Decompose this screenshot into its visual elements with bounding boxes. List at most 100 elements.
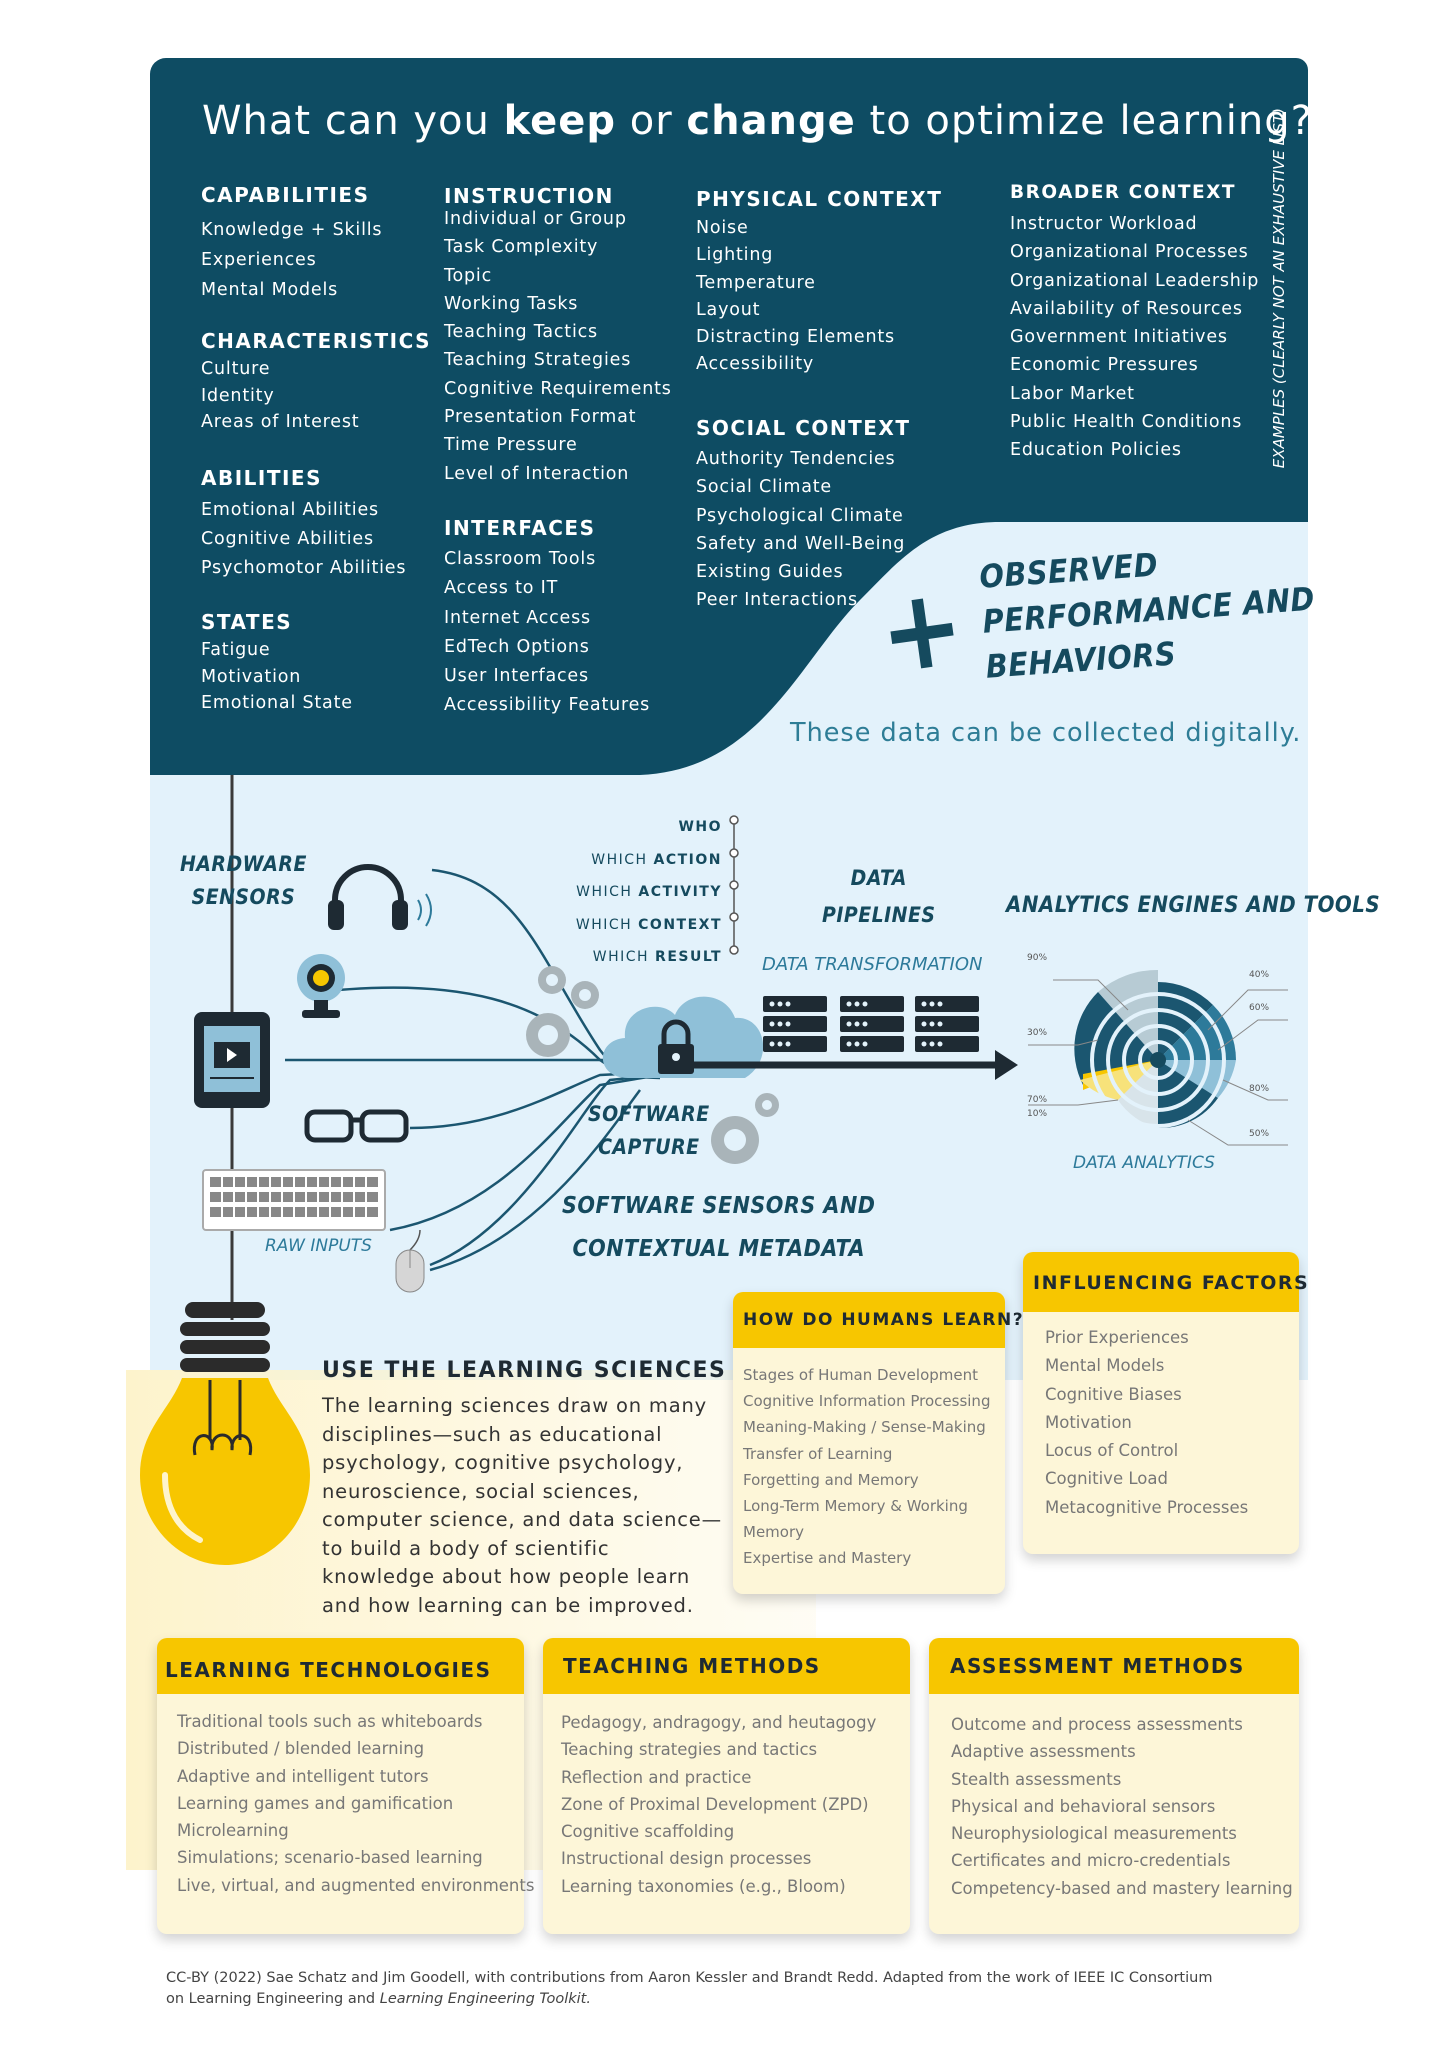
label-line: SOFTWARE: [588, 1102, 710, 1126]
observed-performance-label: OBSERVED PERFORMANCE AND BEHAVIORS: [978, 532, 1319, 690]
list-item: Mental Models: [201, 280, 339, 300]
list-item: Instructor Workload: [1010, 214, 1198, 234]
teaching-methods-heading: TEACHING METHODS: [543, 1638, 910, 1694]
list-item: Long-Term Memory & Working: [743, 1497, 968, 1516]
observed-subtitle: These data can be collected digitally.: [790, 718, 1302, 748]
list-item: Lighting: [696, 245, 774, 266]
list-item: Peer Interactions: [696, 590, 858, 611]
characteristics-list: Culture Identity Areas of Interest: [201, 356, 359, 436]
influencing-factors-list: Prior Experiences Mental Models Cognitiv…: [1045, 1324, 1248, 1522]
capabilities-heading: CAPABILITIES: [201, 183, 370, 207]
metadata-list: WHO WHICH ACTION WHICH ACTIVITY WHICH CO…: [560, 811, 722, 974]
raw-inputs-label: RAW INPUTS: [265, 1236, 372, 1256]
list-item: Distracting Elements: [696, 327, 895, 348]
how-humans-learn-box: HOW DO HUMANS LEARN? Stages of Human Dev…: [733, 1292, 1023, 1594]
learning-sciences-body: The learning sciences draw on many disci…: [322, 1394, 722, 1617]
list-item: Prior Experiences: [1045, 1328, 1189, 1347]
capabilities-list: Knowledge + Skills Experiences Mental Mo…: [201, 215, 382, 305]
list-item: Social Climate: [696, 477, 832, 498]
list-item: Outcome and process assessments: [951, 1715, 1243, 1734]
list-item: Economic Pressures: [1010, 355, 1199, 376]
list-item: Forgetting and Memory: [743, 1470, 919, 1489]
states-list: Fatigue Motivation Emotional State: [201, 637, 353, 717]
label-line: PIPELINES: [822, 903, 936, 927]
list-item: Simulations; scenario-based learning: [177, 1848, 483, 1868]
list-item: Teaching Tactics: [444, 322, 598, 343]
list-item: Microlearning: [177, 1821, 289, 1841]
examples-side-note: EXAMPLES (CLEARLY NOT AN EXHAUSTIVE LIST…: [1270, 108, 1288, 469]
learning-technologies-list: Traditional tools such as whiteboards Di…: [177, 1708, 534, 1899]
list-item: Locus of Control: [1045, 1441, 1179, 1461]
learning-technologies-box: LEARNING TECHNOLOGIES Traditional tools …: [157, 1638, 534, 1934]
influencing-factors-heading: INFLUENCING FACTORS: [1023, 1252, 1308, 1312]
interfaces-heading: INTERFACES: [444, 516, 596, 540]
broader-context-list: Instructor Workload Organizational Proce…: [1010, 210, 1259, 465]
list-item: Culture: [201, 359, 271, 379]
page-title: What can you keep or change to optimize …: [202, 98, 1313, 144]
list-item: Areas of Interest: [201, 412, 360, 432]
list-item: Teaching Strategies: [444, 350, 632, 371]
list-item: Organizational Processes: [1010, 242, 1249, 263]
how-humans-learn-heading: HOW DO HUMANS LEARN?: [733, 1292, 1023, 1348]
list-item: Cognitive Abilities: [201, 529, 374, 549]
social-context-heading: SOCIAL CONTEXT: [696, 416, 911, 440]
list-item: Accessibility: [696, 354, 815, 375]
chart-tick-label: 10%: [1027, 1109, 1048, 1119]
data-transformation-label: DATA TRANSFORMATION: [762, 954, 983, 975]
list-item: Mental Models: [1045, 1356, 1165, 1376]
list-item: EdTech Options: [444, 636, 590, 657]
list-item: Time Pressure: [444, 435, 578, 456]
learning-sciences-heading: USE THE LEARNING SCIENCES: [322, 1358, 727, 1383]
footer-credit: CC-BY (2022) Sae Schatz and Jim Goodell,…: [166, 1968, 1326, 2010]
list-item: Individual or Group: [444, 209, 627, 229]
list-item: Working Tasks: [444, 293, 579, 314]
list-item: Reflection and practice: [561, 1767, 752, 1787]
list-item: Knowledge + Skills: [201, 220, 383, 240]
list-item: Stealth assessments: [951, 1769, 1122, 1789]
list-item: Task Complexity: [444, 237, 599, 258]
chart-tick-label: 80%: [1249, 1084, 1270, 1094]
plus-icon: +: [871, 560, 972, 700]
states-heading: STATES: [201, 610, 293, 634]
list-item: Meaning-Making / Sense-Making: [743, 1418, 986, 1437]
list-item: Cognitive Load: [1045, 1469, 1168, 1489]
list-item: Cognitive Requirements: [444, 378, 672, 399]
learning-technologies-heading: LEARNING TECHNOLOGIES: [157, 1638, 524, 1694]
list-item: Emotional Abilities: [201, 500, 379, 520]
label-line: DATA: [850, 866, 907, 890]
list-item: User Interfaces: [444, 666, 589, 687]
metadata-item: WHICH CONTEXT: [575, 916, 722, 933]
list-item: Cognitive Information Processing: [743, 1392, 991, 1411]
list-item: Certificates and micro-credentials: [951, 1851, 1231, 1871]
how-humans-learn-list: Stages of Human Development Cognitive In…: [743, 1362, 990, 1572]
data-analytics-label: DATA ANALYTICS: [1073, 1153, 1215, 1173]
label-line: SENSORS: [191, 885, 296, 909]
list-item: Memory: [743, 1523, 805, 1542]
list-item: Zone of Proximal Development (ZPD): [561, 1794, 869, 1814]
light-bulb-icon: [140, 1302, 310, 1565]
list-item: Expertise and Mastery: [743, 1549, 912, 1568]
list-item: Learning games and gamification: [177, 1793, 454, 1813]
list-item: Existing Guides: [696, 562, 844, 583]
metadata-item: WHICH ACTION: [591, 851, 722, 868]
chart-tick-label: 30%: [1027, 1028, 1048, 1038]
label-line: SOFTWARE SENSORS AND: [562, 1193, 876, 1219]
list-item: Temperature: [696, 272, 816, 293]
list-item: Instructional design processes: [561, 1849, 812, 1869]
list-item: Government Initiatives: [1010, 327, 1228, 348]
software-capture-label: SOFTWARE CAPTURE: [588, 1098, 710, 1164]
metadata-item: WHO: [678, 819, 722, 835]
assessment-methods-list: Outcome and process assessments Adaptive…: [951, 1711, 1293, 1902]
list-item: Adaptive and intelligent tutors: [177, 1766, 429, 1786]
software-sensors-label: SOFTWARE SENSORS AND CONTEXTUAL METADATA: [562, 1185, 875, 1271]
list-item: Fatigue: [201, 640, 271, 660]
list-item: Motivation: [201, 666, 302, 687]
label-line: CONTEXTUAL METADATA: [572, 1236, 865, 1262]
characteristics-heading: CHARACTERISTICS: [201, 329, 432, 353]
metadata-item: WHICH ACTIVITY: [576, 884, 722, 900]
list-item: Authority Tendencies: [696, 449, 896, 469]
label-line: CAPTURE: [598, 1135, 700, 1159]
list-item: Education Policies: [1010, 440, 1182, 461]
influencing-factors-box: INFLUENCING FACTORS Prior Experiences Me…: [1023, 1252, 1308, 1554]
list-item: Pedagogy, andragogy, and heutagogy: [561, 1713, 877, 1732]
